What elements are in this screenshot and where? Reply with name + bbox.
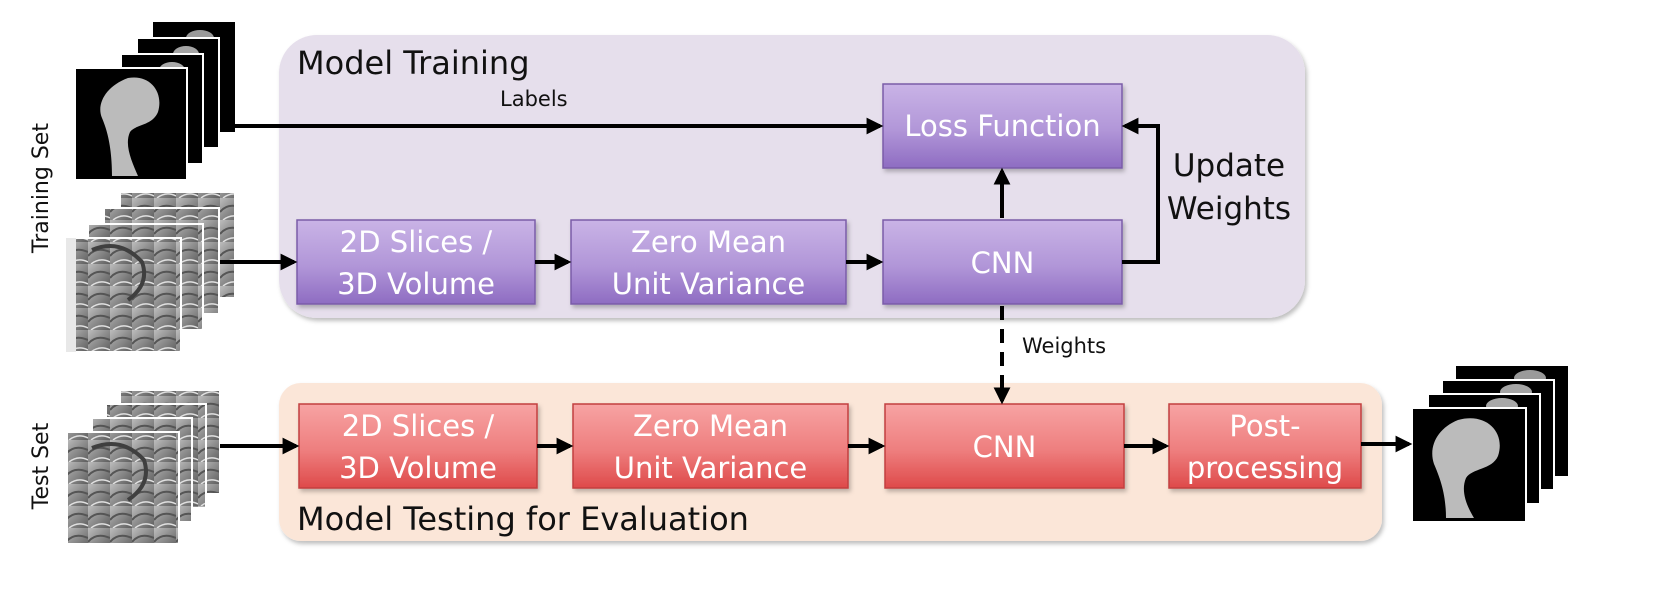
postprocessing-box: Post- processing xyxy=(1168,403,1362,489)
testing-norm-line1: Zero Mean xyxy=(633,409,788,443)
training-cnn-box: CNN xyxy=(882,219,1123,305)
output-segmentation-image-stack xyxy=(1411,366,1568,523)
test-mri-image-stack xyxy=(66,389,221,545)
femur-shape-icon xyxy=(100,77,160,176)
training-panel-title: Model Training xyxy=(297,44,530,82)
loss-function-label: Loss Function xyxy=(904,109,1100,143)
testing-cnn-label: CNN xyxy=(973,430,1037,464)
training-cnn-label: CNN xyxy=(971,246,1035,280)
postprocessing-line2: processing xyxy=(1187,451,1343,485)
testing-panel-title: Model Testing for Evaluation xyxy=(297,500,749,538)
loss-function-box: Loss Function xyxy=(882,83,1123,169)
update-weights-label-line1: Update xyxy=(1173,148,1285,184)
training-slices-line1: 2D Slices / xyxy=(340,225,493,259)
training-normalization-box: Zero Mean Unit Variance xyxy=(570,219,847,305)
update-weights-arrow xyxy=(1121,117,1160,264)
test-set-label: Test Set xyxy=(29,422,54,510)
testing-cnn-box: CNN xyxy=(884,403,1125,489)
testing-slices-line1: 2D Slices / xyxy=(342,409,495,443)
update-weights-label-line2: Weights xyxy=(1167,191,1291,227)
postprocessing-line1: Post- xyxy=(1229,409,1300,443)
training-slices-box: 2D Slices / 3D Volume xyxy=(296,219,536,305)
training-norm-line2: Unit Variance xyxy=(612,267,806,301)
training-set-label: Training Set xyxy=(29,123,54,254)
testing-normalization-box: Zero Mean Unit Variance xyxy=(572,403,849,489)
testing-slices-box: 2D Slices / 3D Volume xyxy=(298,403,538,489)
training-slices-line2: 3D Volume xyxy=(337,267,495,301)
labels-edge-label: Labels xyxy=(500,87,568,111)
testing-slices-line2: 3D Volume xyxy=(339,451,497,485)
training-label-image-stack xyxy=(74,22,235,181)
femur-output-shape-icon xyxy=(1432,418,1500,518)
weights-edge-label: Weights xyxy=(1022,334,1106,358)
training-mri-image-stack xyxy=(65,191,236,353)
testing-norm-line2: Unit Variance xyxy=(614,451,808,485)
training-norm-line1: Zero Mean xyxy=(631,225,786,259)
